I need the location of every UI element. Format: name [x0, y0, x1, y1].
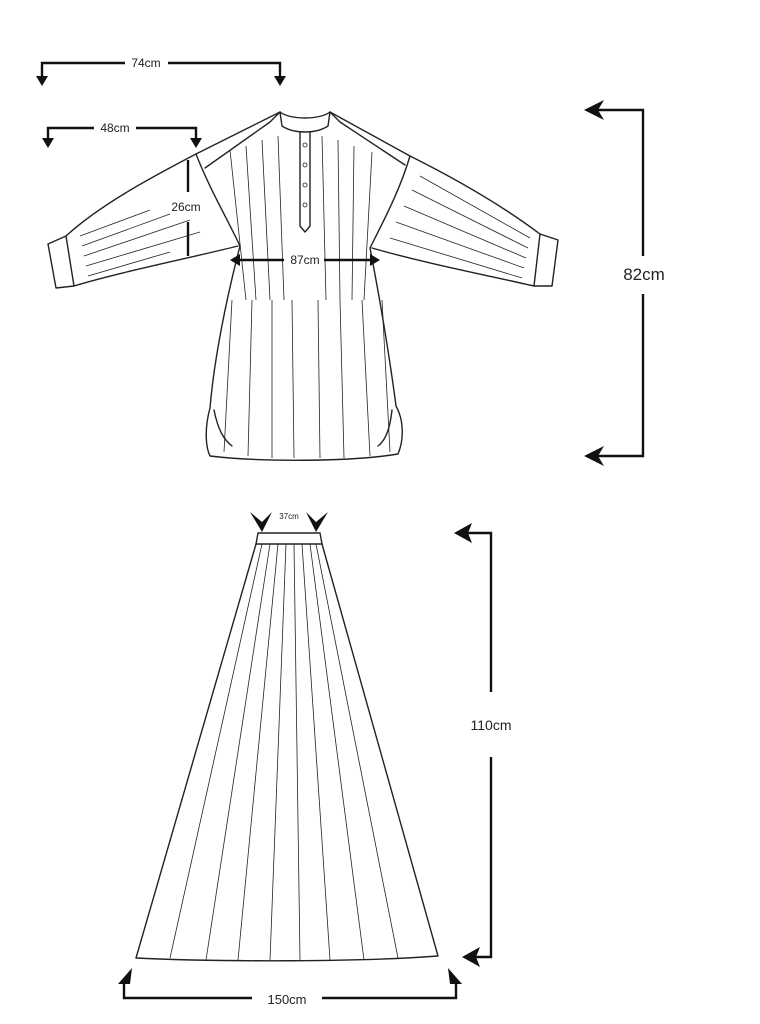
skirt-hem-label: 150cm [267, 992, 306, 1007]
bust-label: 87cm [290, 253, 319, 267]
buttons [302, 142, 308, 208]
skirt-length-label: 110cm [471, 717, 512, 733]
top-length-dimension [584, 100, 645, 466]
top-garment-drawing [47, 111, 559, 461]
skirt-waist-label: 37cm [279, 512, 299, 521]
skirt-waistband [255, 532, 323, 545]
shoulder-width-label: 74cm [131, 56, 160, 70]
right-sleeve [371, 155, 559, 287]
armhole-label: 26cm [171, 200, 200, 214]
placket [299, 131, 311, 233]
sleeve-length-label: 48cm [100, 121, 129, 135]
top-length-label: 82cm [623, 265, 665, 284]
left-sleeve [47, 153, 239, 289]
waist-dimension [250, 512, 328, 532]
pleats [223, 135, 391, 459]
hem-dimension [118, 968, 462, 1000]
skirt-length-dimension [454, 523, 493, 967]
skirt-drawing [135, 532, 439, 962]
skirt-pleats [169, 543, 399, 961]
sleeve-dimension [42, 126, 202, 148]
skirt-outline [135, 543, 439, 962]
collar [279, 111, 331, 133]
shoulder-dimension [36, 61, 286, 86]
bust-dimension [230, 254, 380, 266]
